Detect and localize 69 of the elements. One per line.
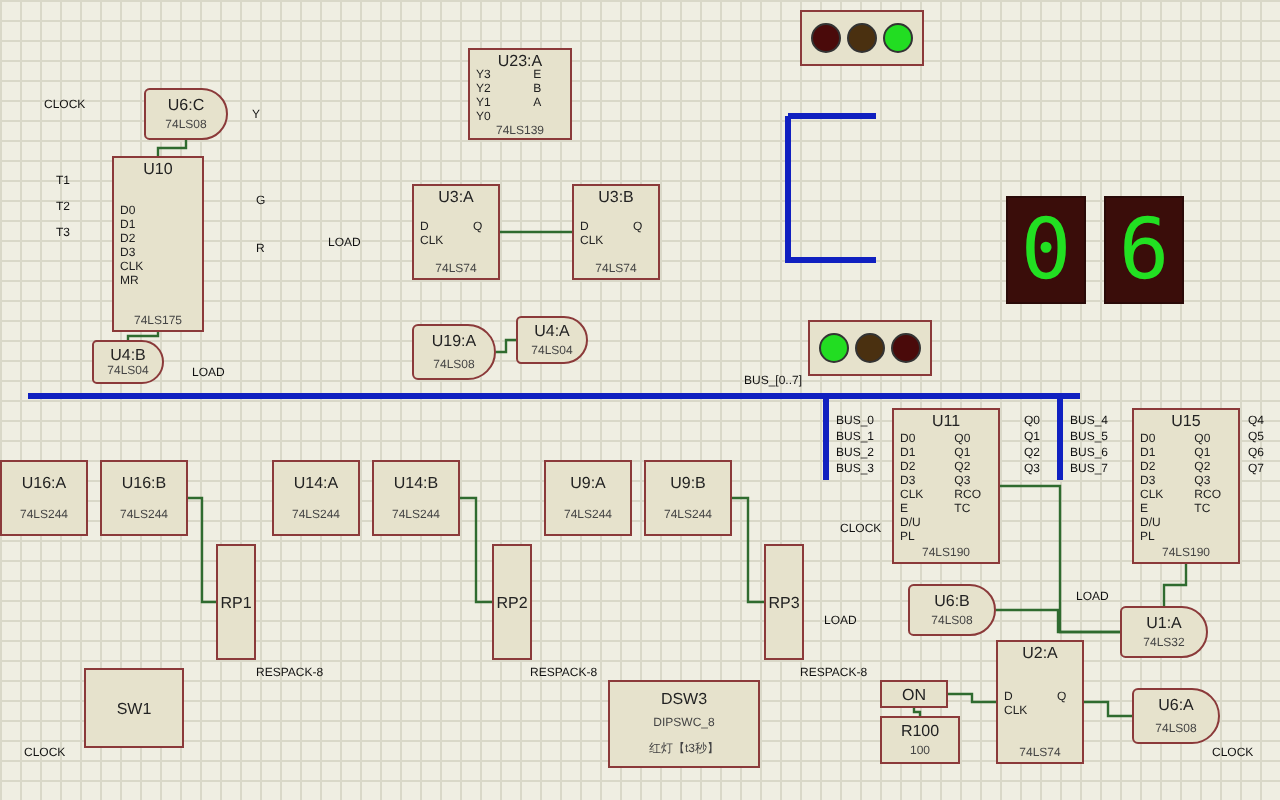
component-name: U6:C bbox=[167, 95, 205, 114]
ic-chip bbox=[468, 48, 572, 140]
wire bbox=[496, 338, 516, 354]
logic-gate bbox=[92, 340, 164, 384]
component-name: ON bbox=[902, 685, 926, 703]
resistor-pack bbox=[216, 544, 256, 660]
wire bbox=[188, 496, 216, 604]
logic-gate bbox=[412, 324, 496, 380]
chip-name: U3:B bbox=[598, 188, 634, 206]
switch-component bbox=[608, 680, 760, 768]
component-name: SW1 bbox=[116, 699, 152, 717]
chip-name: U11 bbox=[931, 412, 961, 430]
logic-gate bbox=[516, 316, 588, 364]
seven-segment-display bbox=[1104, 196, 1184, 304]
ic-chip bbox=[996, 640, 1084, 764]
component-name: RP1 bbox=[220, 593, 252, 611]
component-name: DSW3 bbox=[660, 689, 708, 708]
buffer-chip bbox=[372, 460, 460, 536]
component-name: U16:A bbox=[21, 473, 67, 492]
buffer-chip bbox=[0, 460, 88, 536]
buffer-chip bbox=[544, 460, 632, 536]
ic-chip bbox=[892, 408, 1000, 564]
chip-name: U15 bbox=[1171, 412, 1201, 430]
ic-chip bbox=[572, 184, 660, 280]
component-name: U16:B bbox=[121, 473, 167, 492]
component-name: U4:B bbox=[110, 345, 146, 364]
chip-name: U3:A bbox=[438, 188, 474, 206]
wire bbox=[996, 608, 1120, 634]
switch-component bbox=[880, 716, 960, 764]
wire bbox=[156, 140, 188, 156]
digit-readout: 0 bbox=[1020, 204, 1072, 296]
logic-gate bbox=[144, 88, 228, 140]
component-name: U1:A bbox=[1146, 613, 1182, 632]
wire bbox=[948, 692, 996, 704]
ic-chip bbox=[112, 156, 204, 332]
logic-gate bbox=[1132, 688, 1220, 744]
wire bbox=[460, 496, 492, 604]
wire bbox=[1162, 564, 1188, 606]
component-name: U9:B bbox=[670, 473, 706, 492]
seven-segment-display bbox=[1006, 196, 1086, 304]
component-name: U6:A bbox=[1158, 696, 1194, 715]
wire bbox=[126, 332, 160, 340]
chip-name: U2:A bbox=[1022, 644, 1058, 662]
logic-gate bbox=[908, 584, 996, 636]
switch-component bbox=[880, 680, 948, 708]
resistor-pack bbox=[492, 544, 532, 660]
buffer-chip bbox=[100, 460, 188, 536]
component-name: U9:A bbox=[570, 473, 606, 492]
buffer-chip bbox=[644, 460, 732, 536]
component-name: RP2 bbox=[496, 593, 528, 611]
wire bbox=[1084, 700, 1132, 718]
component-name: U4:A bbox=[534, 322, 570, 341]
switch-component bbox=[84, 668, 184, 748]
chip-name: U23:A bbox=[497, 52, 543, 70]
ic-chip bbox=[1132, 408, 1240, 564]
ic-chip bbox=[412, 184, 500, 280]
component-name: U14:A bbox=[293, 473, 339, 492]
component-name: R100 bbox=[900, 722, 940, 741]
resistor-pack bbox=[764, 544, 804, 660]
chip-name: U10 bbox=[143, 160, 173, 178]
wire bbox=[500, 230, 572, 234]
component-name: U14:B bbox=[393, 473, 439, 492]
buffer-chip bbox=[272, 460, 360, 536]
wire bbox=[732, 496, 764, 604]
component-name: RP3 bbox=[768, 593, 800, 611]
component-name: U19:A bbox=[431, 332, 477, 351]
digit-readout: 6 bbox=[1118, 204, 1170, 296]
logic-gate bbox=[1120, 606, 1208, 658]
component-name: U6:B bbox=[934, 591, 970, 610]
